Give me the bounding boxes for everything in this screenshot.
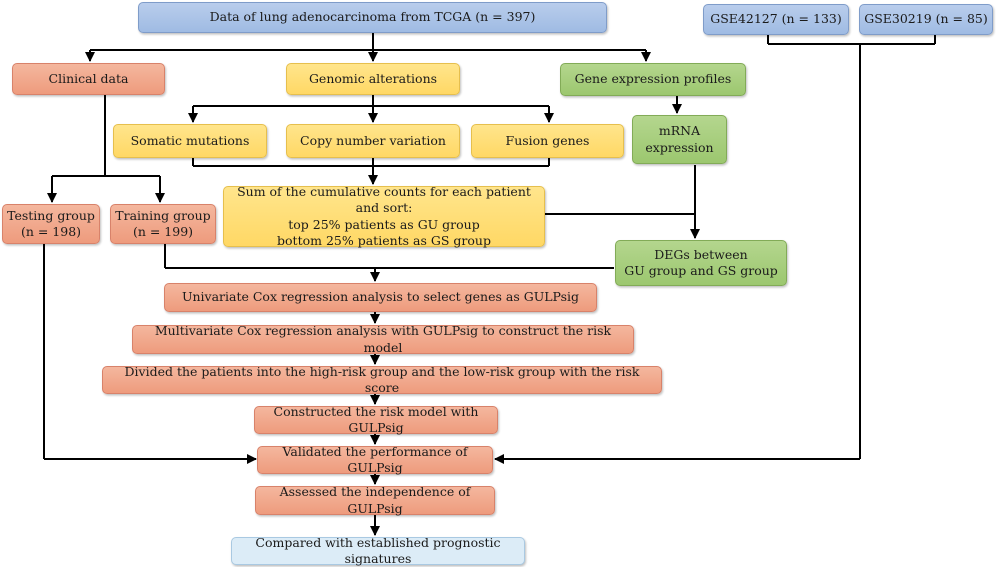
compared-node: Compared with established prognostic sig… — [231, 534, 525, 566]
training-label: Training group (n = 199) — [115, 207, 211, 239]
assessed-node: Assessed the independence of GULPsig — [255, 484, 495, 516]
constructed-label: Constructed the risk model with GULPsig — [273, 403, 479, 435]
univariate-label: Univariate Cox regression analysis to se… — [181, 289, 580, 305]
multivariate-label: Multivariate Cox regression analysis wit… — [154, 323, 612, 355]
tcga-label: Data of lung adenocarcinoma from TCGA (n… — [209, 9, 536, 25]
somatic-mutations-node: Somatic mutations — [113, 124, 267, 158]
univariate-node: Univariate Cox regression analysis to se… — [164, 283, 597, 312]
clinical-label: Clinical data — [48, 70, 129, 86]
validated-node: Validated the performance of GULPsig — [257, 443, 493, 475]
multivariate-node: Multivariate Cox regression analysis wit… — [132, 323, 634, 355]
genomic-alterations-node: Genomic alterations — [286, 63, 460, 95]
mrna-expression-node: mRNA expression — [632, 115, 727, 164]
genomic-label: Genomic alterations — [308, 70, 438, 86]
assessed-label: Assessed the independence of GULPsig — [279, 484, 471, 516]
sum-label: Sum of the cumulative counts for each pa… — [237, 184, 531, 248]
gse42127-node: GSE42127 (n = 133) — [703, 4, 849, 35]
mrna-label: mRNA expression — [645, 123, 714, 155]
degs-node: DEGs between GU group and GS group — [615, 240, 787, 286]
degs-label: DEGs between GU group and GS group — [624, 246, 778, 278]
divided-label: Divided the patients into the high-risk … — [124, 363, 640, 395]
validated-label: Validated the performance of GULPsig — [282, 443, 468, 475]
testing-group-node: Testing group (n = 198) — [2, 204, 100, 244]
cnv-label: Copy number variation — [300, 132, 446, 148]
training-group-node: Training group (n = 199) — [110, 204, 216, 244]
constructed-node: Constructed the risk model with GULPsig — [254, 403, 498, 435]
somatic-label: Somatic mutations — [130, 132, 250, 148]
fusion-genes-node: Fusion genes — [471, 124, 624, 158]
sum-sort-node: Sum of the cumulative counts for each pa… — [223, 184, 545, 248]
tcga-node: Data of lung adenocarcinoma from TCGA (n… — [138, 2, 607, 33]
testing-label: Testing group (n = 198) — [7, 207, 95, 239]
gene-expr-label: Gene expression profiles — [574, 71, 732, 87]
gse30219-label: GSE30219 (n = 85) — [864, 11, 988, 27]
gse42127-label: GSE42127 (n = 133) — [710, 11, 842, 27]
gse30219-node: GSE30219 (n = 85) — [859, 4, 993, 35]
compared-label: Compared with established prognostic sig… — [255, 534, 501, 566]
clinical-data-node: Clinical data — [12, 63, 165, 95]
fusion-label: Fusion genes — [505, 132, 590, 148]
divided-node: Divided the patients into the high-risk … — [102, 363, 662, 395]
gene-expression-node: Gene expression profiles — [560, 63, 746, 96]
cnv-node: Copy number variation — [286, 124, 460, 158]
